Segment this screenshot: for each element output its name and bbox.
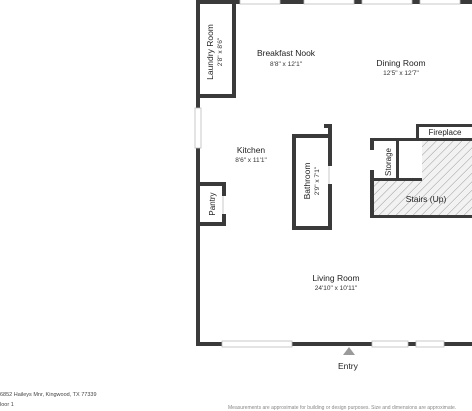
room-laundry: Laundry Room 2'8" x 8'6"	[205, 24, 224, 80]
room-laundry-name: Laundry Room	[205, 24, 215, 80]
room-pantry: Pantry	[208, 192, 217, 215]
room-dining-name: Dining Room	[376, 58, 425, 68]
room-storage-name: Storage	[384, 147, 393, 176]
disclaimer-text: Measurements are approximate for buildin…	[228, 405, 457, 411]
windows	[194, 0, 461, 348]
room-living-dims: 24'10" x 10'11"	[315, 285, 358, 292]
room-bathroom-dims: 2'9" x 7'1"	[314, 166, 321, 195]
room-bathroom: Bathroom 2'9" x 7'1"	[302, 163, 321, 200]
room-laundry-dims: 2'8" x 8'6"	[217, 37, 224, 66]
room-dining-dims: 12'5" x 12'7"	[383, 70, 419, 77]
room-breakfast-dims: 8'8" x 12'1"	[270, 61, 303, 68]
address-label: 6852 Haileys Mnr, Kingwood, TX 77339	[0, 392, 97, 398]
room-bathroom-name: Bathroom	[302, 163, 312, 200]
room-kitchen-dims: 8'6" x 11'1"	[235, 157, 267, 164]
room-stairs-name: Stairs (Up)	[406, 194, 447, 204]
door-openings	[221, 150, 375, 214]
room-living-name: Living Room	[312, 273, 359, 283]
entry-arrow-icon	[343, 347, 355, 355]
room-kitchen-name: Kitchen	[237, 145, 266, 155]
floor-label: loor 1	[0, 402, 14, 408]
room-pantry-name: Pantry	[208, 192, 217, 215]
entry-label: Entry	[338, 361, 358, 371]
room-breakfast-name: Breakfast Nook	[257, 48, 316, 58]
room-storage: Storage	[384, 147, 393, 176]
room-fireplace-name: Fireplace	[429, 128, 462, 137]
